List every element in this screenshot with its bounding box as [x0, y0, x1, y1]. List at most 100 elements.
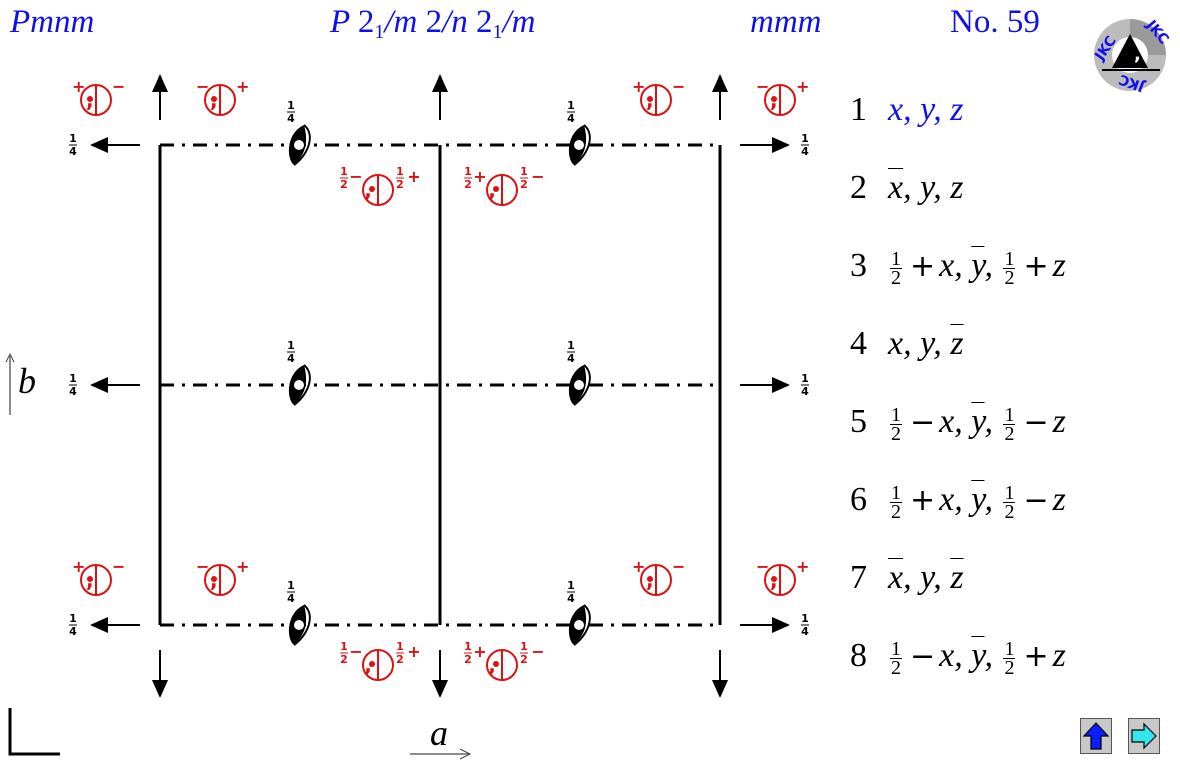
svg-text:+: + [407, 642, 420, 661]
svg-text:1: 1 [464, 640, 472, 653]
arrow-right-icon [1131, 722, 1157, 750]
svg-text:+: + [473, 167, 486, 186]
svg-text:−: − [196, 77, 209, 96]
svg-text:2: 2 [520, 653, 528, 666]
svg-text:+: + [796, 77, 809, 96]
svg-text:2: 2 [396, 178, 404, 191]
svg-text:1: 1 [287, 99, 295, 112]
svg-text:1: 1 [567, 339, 575, 352]
svg-text:4: 4 [801, 145, 809, 158]
svg-text:1: 1 [287, 339, 295, 352]
svg-text:1: 1 [801, 372, 809, 385]
full-symbol: P 21/m 2/n 21/m [330, 4, 536, 43]
svg-text:−: − [531, 167, 544, 186]
svg-text:1: 1 [396, 640, 404, 653]
axis-a-label: a [430, 713, 448, 753]
operation-number: 4 [850, 325, 867, 362]
point-group: mmm [750, 4, 822, 40]
svg-text:1: 1 [69, 372, 77, 385]
svg-text:+: + [236, 557, 249, 576]
svg-text:−: − [349, 642, 362, 661]
symbol-part-3: 21/m [475, 4, 536, 43]
svg-text:+: + [796, 557, 809, 576]
svg-text:+: + [72, 557, 85, 576]
svg-text:4: 4 [287, 112, 295, 125]
svg-text:4: 4 [801, 625, 809, 638]
svg-text:−: − [196, 557, 209, 576]
svg-text:2: 2 [464, 178, 472, 191]
next-button[interactable] [1128, 718, 1160, 754]
svg-text:1: 1 [287, 579, 295, 592]
svg-text:1: 1 [340, 165, 348, 178]
operation-number: 1 [850, 91, 867, 128]
svg-text:4: 4 [69, 145, 77, 158]
space-group-number: No. 59 [950, 4, 1040, 40]
operation-number: 3 [850, 247, 867, 284]
svg-text:4: 4 [567, 112, 575, 125]
lattice-letter: P [330, 4, 350, 40]
operation-number: 6 [850, 481, 867, 518]
svg-text:−: − [112, 77, 125, 96]
operation-number: 2 [850, 169, 867, 206]
svg-text:1: 1 [69, 612, 77, 625]
operation-number: 5 [850, 403, 867, 440]
svg-text:−: − [756, 77, 769, 96]
symmetry-diagram: , 14 14 14 14 [5, 74, 809, 760]
svg-text:1: 1 [69, 132, 77, 145]
operation-expression: x, y, z [888, 325, 964, 362]
svg-text:2: 2 [464, 653, 472, 666]
svg-text:2: 2 [396, 653, 404, 666]
svg-text:4: 4 [287, 352, 295, 365]
svg-text:+: + [632, 557, 645, 576]
symmetry-operation: 7 x, y, z [850, 558, 964, 598]
axis-b-label: b [18, 361, 36, 401]
svg-text:4: 4 [801, 385, 809, 398]
jkc-logo-icon[interactable]: , JKC JKC JKC [1088, 14, 1174, 94]
svg-text:1: 1 [340, 640, 348, 653]
symbol-part-1: 21/m [357, 4, 418, 43]
svg-text:1: 1 [801, 612, 809, 625]
svg-text:1: 1 [520, 165, 528, 178]
svg-text:1: 1 [464, 165, 472, 178]
svg-text:−: − [672, 77, 685, 96]
svg-text:4: 4 [287, 592, 295, 605]
operation-expression: x, y, z [888, 559, 964, 596]
up-button[interactable] [1080, 718, 1112, 754]
svg-text:1: 1 [396, 165, 404, 178]
svg-text:4: 4 [567, 592, 575, 605]
symmetry-operation: 1 x, y, z [850, 90, 964, 130]
svg-text:4: 4 [567, 352, 575, 365]
svg-text:−: − [531, 642, 544, 661]
arrow-up-icon [1082, 722, 1110, 750]
svg-text:−: − [349, 167, 362, 186]
svg-text:+: + [236, 77, 249, 96]
symmetry-operation: 4 x, y, z [850, 324, 964, 364]
svg-text:+: + [407, 167, 420, 186]
svg-text:2: 2 [340, 178, 348, 191]
svg-text:4: 4 [69, 385, 77, 398]
svg-text:−: − [672, 557, 685, 576]
svg-text:1: 1 [567, 99, 575, 112]
svg-text:1: 1 [567, 579, 575, 592]
svg-text:,: , [1134, 44, 1141, 65]
operation-number: 7 [850, 559, 867, 596]
short-symbol: Pmnm [10, 4, 95, 40]
svg-text:+: + [632, 77, 645, 96]
svg-text:−: − [112, 557, 125, 576]
svg-text:2: 2 [340, 653, 348, 666]
svg-text:−: − [756, 557, 769, 576]
svg-text:1: 1 [801, 132, 809, 145]
operation-expression: x, y, z [888, 91, 964, 128]
svg-text:+: + [473, 642, 486, 661]
svg-text:2: 2 [520, 178, 528, 191]
operation-number: 8 [850, 637, 867, 674]
svg-text:+: + [72, 77, 85, 96]
svg-text:1: 1 [520, 640, 528, 653]
